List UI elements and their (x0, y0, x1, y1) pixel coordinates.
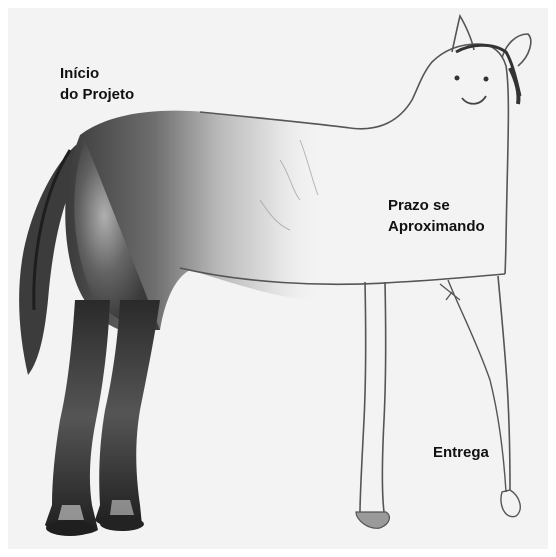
horse-leg-hind-far (95, 300, 160, 528)
horse-leg-front-left (359, 281, 367, 513)
horse-smile (461, 95, 487, 105)
hoof-front-right (500, 489, 521, 518)
horse-neck-outline (411, 43, 510, 275)
hoof-hind-near (46, 520, 94, 536)
hoof-hind-far (100, 517, 144, 531)
caption-project-start: Início do Projeto (60, 65, 135, 103)
horse-leg-hind-near (45, 300, 110, 535)
horse-eye-right (483, 76, 489, 82)
horse-eye-left (454, 75, 460, 81)
caption-deadline-approaching: Prazo se Aproximando (388, 197, 485, 235)
hoof-front-left (355, 511, 390, 529)
caption-delivery: Entrega (433, 444, 489, 461)
horse-back-outline (199, 99, 413, 130)
horse-ear-left (451, 13, 475, 53)
horse-leg-front-right (497, 275, 511, 491)
horse-ear-right (501, 33, 532, 67)
horse-belly-outline (179, 267, 506, 286)
